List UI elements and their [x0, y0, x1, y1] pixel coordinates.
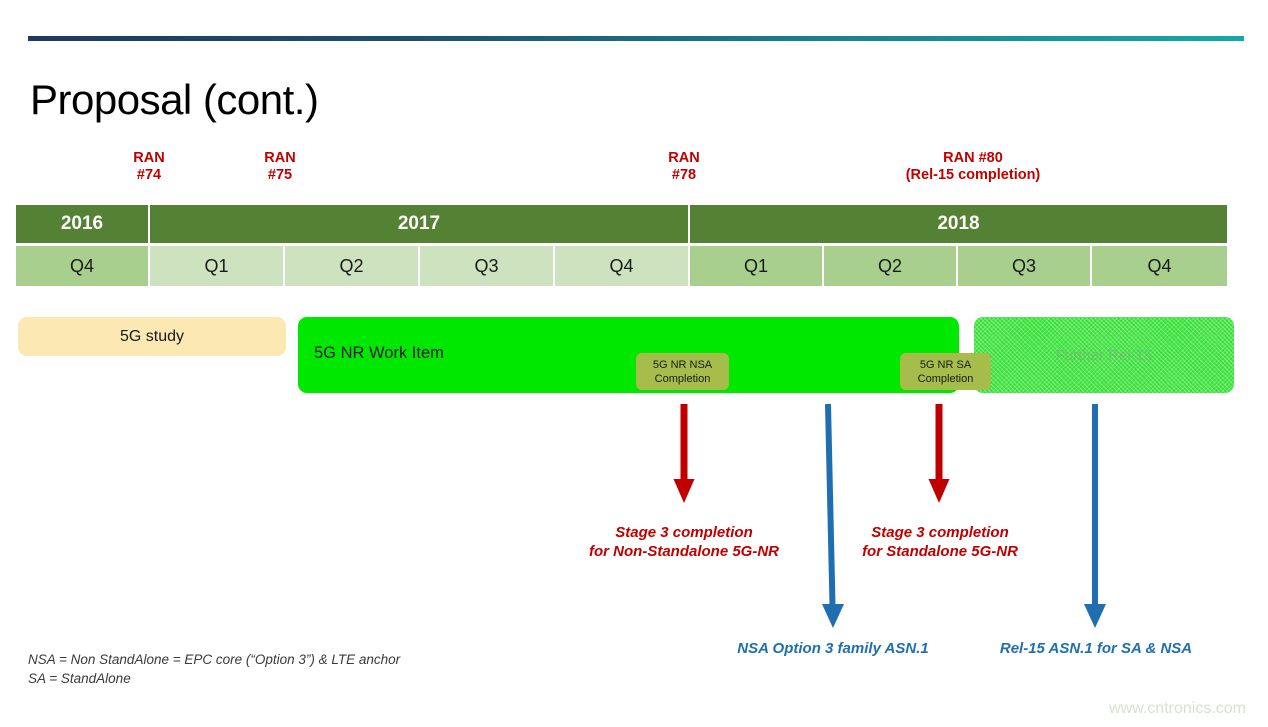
arrow-red-stage3-nsa [673, 404, 695, 503]
watermark: www.cntronics.com [1109, 700, 1246, 717]
bar-further-rel15[interactable]: Further Rel-15 [974, 317, 1234, 393]
ran-marker-ran-78: RAN #78 [668, 150, 700, 183]
arrow-blue-rel15-asn1 [1084, 404, 1106, 628]
ran-marker-ran-74: RAN #74 [133, 150, 165, 183]
header-accent-rule [28, 36, 1244, 41]
timeline-year-cell-2018: 2018 [690, 205, 1227, 243]
timeline-quarter-cell-5: Q1 [690, 246, 824, 286]
timeline-quarter-cell-0: Q4 [16, 246, 150, 286]
caption-stage3-sa: Stage 3 completion for Standalone 5G-NR [862, 524, 1018, 560]
timeline-year-cell-2017: 2017 [150, 205, 690, 243]
timeline-quarter-cell-2: Q2 [285, 246, 420, 286]
ran-marker-ran-75: RAN #75 [264, 150, 296, 183]
footnote-legend: NSA = Non StandAlone = EPC core (“Option… [28, 652, 401, 686]
caption-rel15-asn1: Rel-15 ASN.1 for SA & NSA [999, 640, 1193, 657]
timeline-quarter-cell-7: Q3 [958, 246, 1092, 286]
bar-5g-nr-work-item[interactable] [298, 317, 959, 393]
page-title: Proposal (cont.) [30, 76, 319, 123]
milestone-chip-5g-nr-sa-completion[interactable]: 5G NR SA Completion [900, 353, 991, 390]
bar-5g-study-label: 5G study [119, 327, 185, 345]
timeline-quarter-cell-6: Q2 [824, 246, 958, 286]
arrow-red-stage3-sa [928, 404, 950, 503]
ran-marker-ran-80: RAN #80 (Rel-15 completion) [905, 150, 1041, 183]
caption-nsa-option3-asn1: NSA Option 3 family ASN.1 [737, 640, 929, 657]
timeline-quarter-cell-8: Q4 [1092, 246, 1227, 286]
bar-5g-nr-work-item-label: 5G NR Work Item [314, 344, 444, 362]
caption-stage3-nsa: Stage 3 completion for Non-Standalone 5G… [589, 524, 779, 560]
timeline-quarter-cell-3: Q3 [420, 246, 555, 286]
bar-further-rel15-label: Further Rel-15 [1055, 346, 1153, 364]
timeline-quarter-cell-1: Q1 [150, 246, 285, 286]
milestone-chip-5g-nr-nsa-completion[interactable]: 5G NR NSA Completion [636, 353, 729, 390]
timeline-quarter-cell-4: Q4 [555, 246, 690, 286]
arrow-blue-nsa-option3-asn1 [822, 403, 844, 628]
timeline-year-cell-2016: 2016 [16, 205, 150, 243]
bar-5g-study[interactable]: 5G study [18, 317, 286, 356]
